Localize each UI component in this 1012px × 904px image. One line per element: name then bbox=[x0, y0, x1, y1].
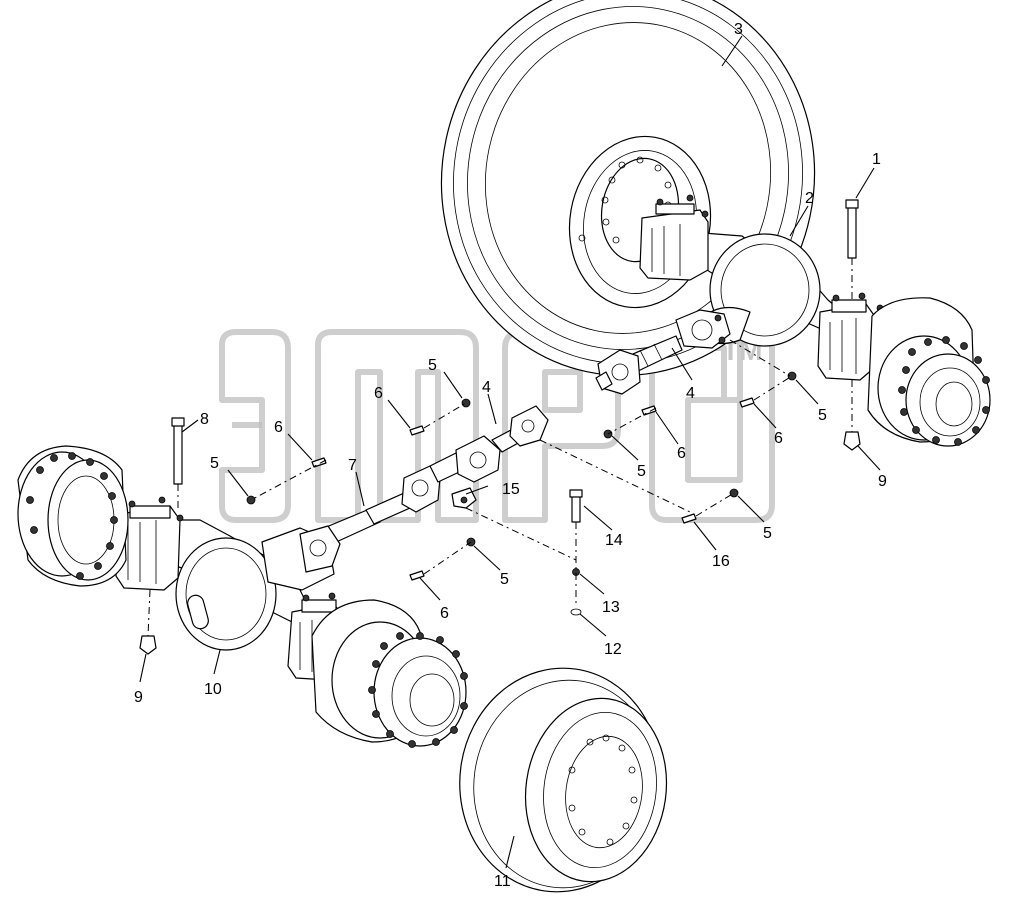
tire bbox=[440, 0, 816, 377]
callout-5-d: 5 bbox=[637, 463, 646, 480]
callout-16: 16 bbox=[712, 553, 730, 570]
rear-hub-bolts bbox=[898, 336, 990, 446]
callout-leaders bbox=[139, 35, 881, 869]
callout-5-e: 5 bbox=[818, 407, 827, 424]
fasteners bbox=[139, 199, 861, 655]
callout-1: 1 bbox=[872, 151, 881, 168]
callout-13: 13 bbox=[602, 599, 620, 616]
assembly-center-lines bbox=[147, 258, 853, 637]
wheel-rim bbox=[459, 667, 668, 893]
callout-8: 8 bbox=[200, 411, 209, 428]
callout-7: 7 bbox=[348, 457, 357, 474]
rear-driveshaft bbox=[595, 335, 683, 395]
rim-holes bbox=[568, 734, 638, 846]
callout-5-c: 5 bbox=[500, 571, 509, 588]
callout-6-b: 6 bbox=[274, 419, 283, 436]
callout-6-e: 6 bbox=[774, 430, 783, 447]
callout-2: 2 bbox=[805, 190, 814, 207]
callout-5-a: 5 bbox=[428, 357, 437, 374]
callout-6-d: 6 bbox=[677, 445, 686, 462]
rear-axle-housing bbox=[639, 194, 991, 447]
callout-4-rear: 4 bbox=[686, 385, 695, 402]
callout-10: 10 bbox=[204, 681, 222, 698]
front-right-hub-bolts bbox=[368, 632, 468, 748]
callout-11: 11 bbox=[494, 873, 511, 890]
callout-3: 3 bbox=[734, 21, 743, 38]
callout-14: 14 bbox=[605, 532, 623, 549]
callout-5-f: 5 bbox=[763, 525, 772, 542]
front-left-hub-bolts bbox=[26, 452, 118, 580]
callout-6-a: 6 bbox=[374, 385, 383, 402]
callout-4-front: 4 bbox=[482, 379, 491, 396]
callout-5-b: 5 bbox=[210, 455, 219, 472]
callout-15: 15 bbox=[502, 481, 520, 498]
callout-9-rear: 9 bbox=[878, 473, 887, 490]
callout-labels: 3 1 2 4 4 5 5 5 5 5 5 6 6 6 6 6 7 8 9 9 … bbox=[134, 21, 887, 890]
front-driveshaft bbox=[299, 405, 549, 555]
callout-12: 12 bbox=[604, 641, 622, 658]
callout-9-front: 9 bbox=[134, 689, 143, 706]
callout-6-c: 6 bbox=[440, 605, 449, 622]
front-axle-housing bbox=[17, 445, 468, 748]
